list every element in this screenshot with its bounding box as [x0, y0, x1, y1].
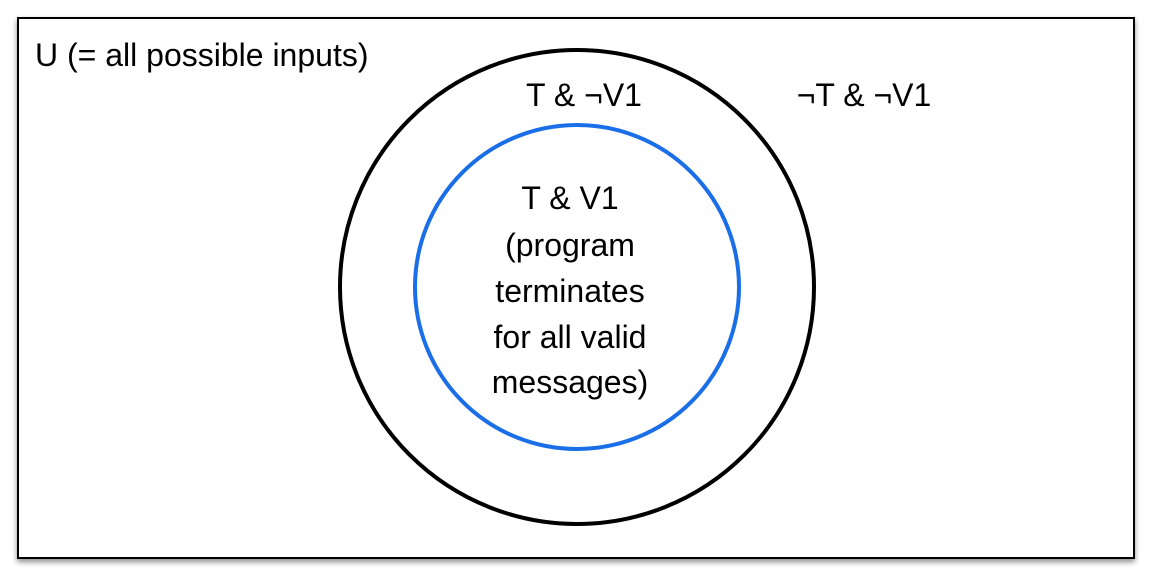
v1-region-line: (program — [505, 227, 635, 263]
v1-region-line: for all valid — [494, 319, 647, 355]
universe-set-box — [17, 17, 1135, 559]
universe-label: U (= all possible inputs) — [35, 37, 368, 73]
t-set-circle — [338, 48, 816, 526]
v1-region-line: T & V1 — [521, 180, 618, 216]
v1-region-text: T & V1 (program terminates for all valid… — [492, 180, 649, 400]
t-not-v1-label: T & ¬V1 — [526, 77, 642, 113]
v1-region-line: messages) — [492, 364, 649, 400]
not-t-not-v1-label: ¬T & ¬V1 — [797, 77, 932, 113]
v1-set-circle — [413, 123, 741, 451]
v1-region-line: terminates — [495, 273, 644, 309]
